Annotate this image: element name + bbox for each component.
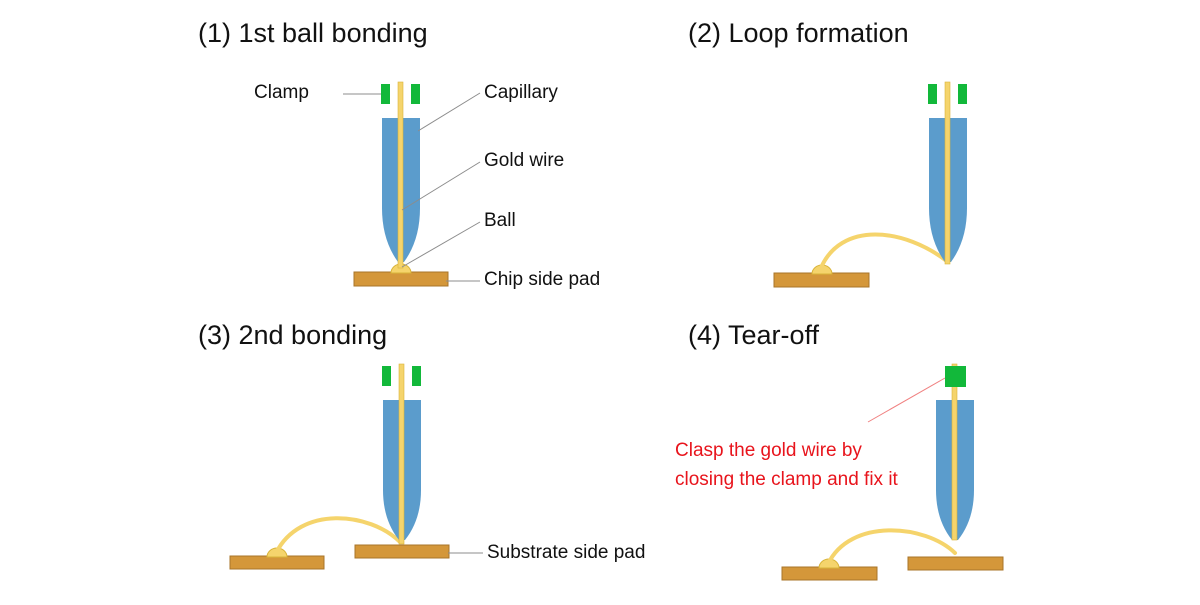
panel-3: [229, 363, 483, 570]
leader-ball: [401, 221, 481, 268]
leader-gold-wire: [401, 161, 481, 211]
gold-wire-loop: [274, 516, 402, 555]
panel-4: [781, 363, 1004, 581]
clamp-right: [412, 366, 421, 386]
note-line-2: closing the clamp and fix it: [675, 469, 898, 490]
title-step-1: (1) 1st ball bonding: [198, 18, 428, 48]
label-gold-wire: Gold wire: [484, 150, 565, 171]
chip-side-pad: [229, 555, 325, 570]
leader-note: [867, 377, 946, 423]
note-clasp-wire: Clasp the gold wire by closing the clamp…: [675, 436, 898, 494]
label-capillary: Capillary: [484, 82, 558, 103]
label-ball: Ball: [484, 210, 516, 231]
leader-capillary: [417, 92, 481, 132]
gold-wire: [944, 81, 951, 265]
note-line-1: Clasp the gold wire by: [675, 440, 862, 461]
label-substrate-side-pad: Substrate side pad: [487, 542, 646, 563]
panel-2: [773, 81, 967, 288]
substrate-side-pad: [354, 544, 450, 559]
clamp-left: [928, 84, 937, 104]
clamp-left: [381, 84, 390, 104]
title-step-3: (3) 2nd bonding: [198, 320, 388, 350]
gold-wire: [951, 363, 958, 541]
gold-wire-loop: [818, 232, 950, 272]
chip-side-pad: [353, 271, 449, 287]
clamp-right: [958, 84, 967, 104]
label-clamp: Clamp: [254, 82, 309, 103]
title-step-4: (4) Tear-off: [688, 320, 820, 350]
panel-1: [343, 81, 481, 287]
clamp-left: [382, 366, 391, 386]
title-step-2: (2) Loop formation: [688, 18, 909, 48]
clamp-right: [411, 84, 420, 104]
gold-wire-loop: [826, 528, 957, 566]
gold-wire: [397, 81, 404, 269]
label-chip-side-pad: Chip side pad: [484, 269, 601, 290]
clamp-closed: [945, 366, 966, 387]
chip-side-pad: [773, 272, 870, 288]
gold-wire: [398, 363, 405, 545]
chip-side-pad: [781, 566, 878, 581]
substrate-side-pad: [907, 556, 1004, 571]
